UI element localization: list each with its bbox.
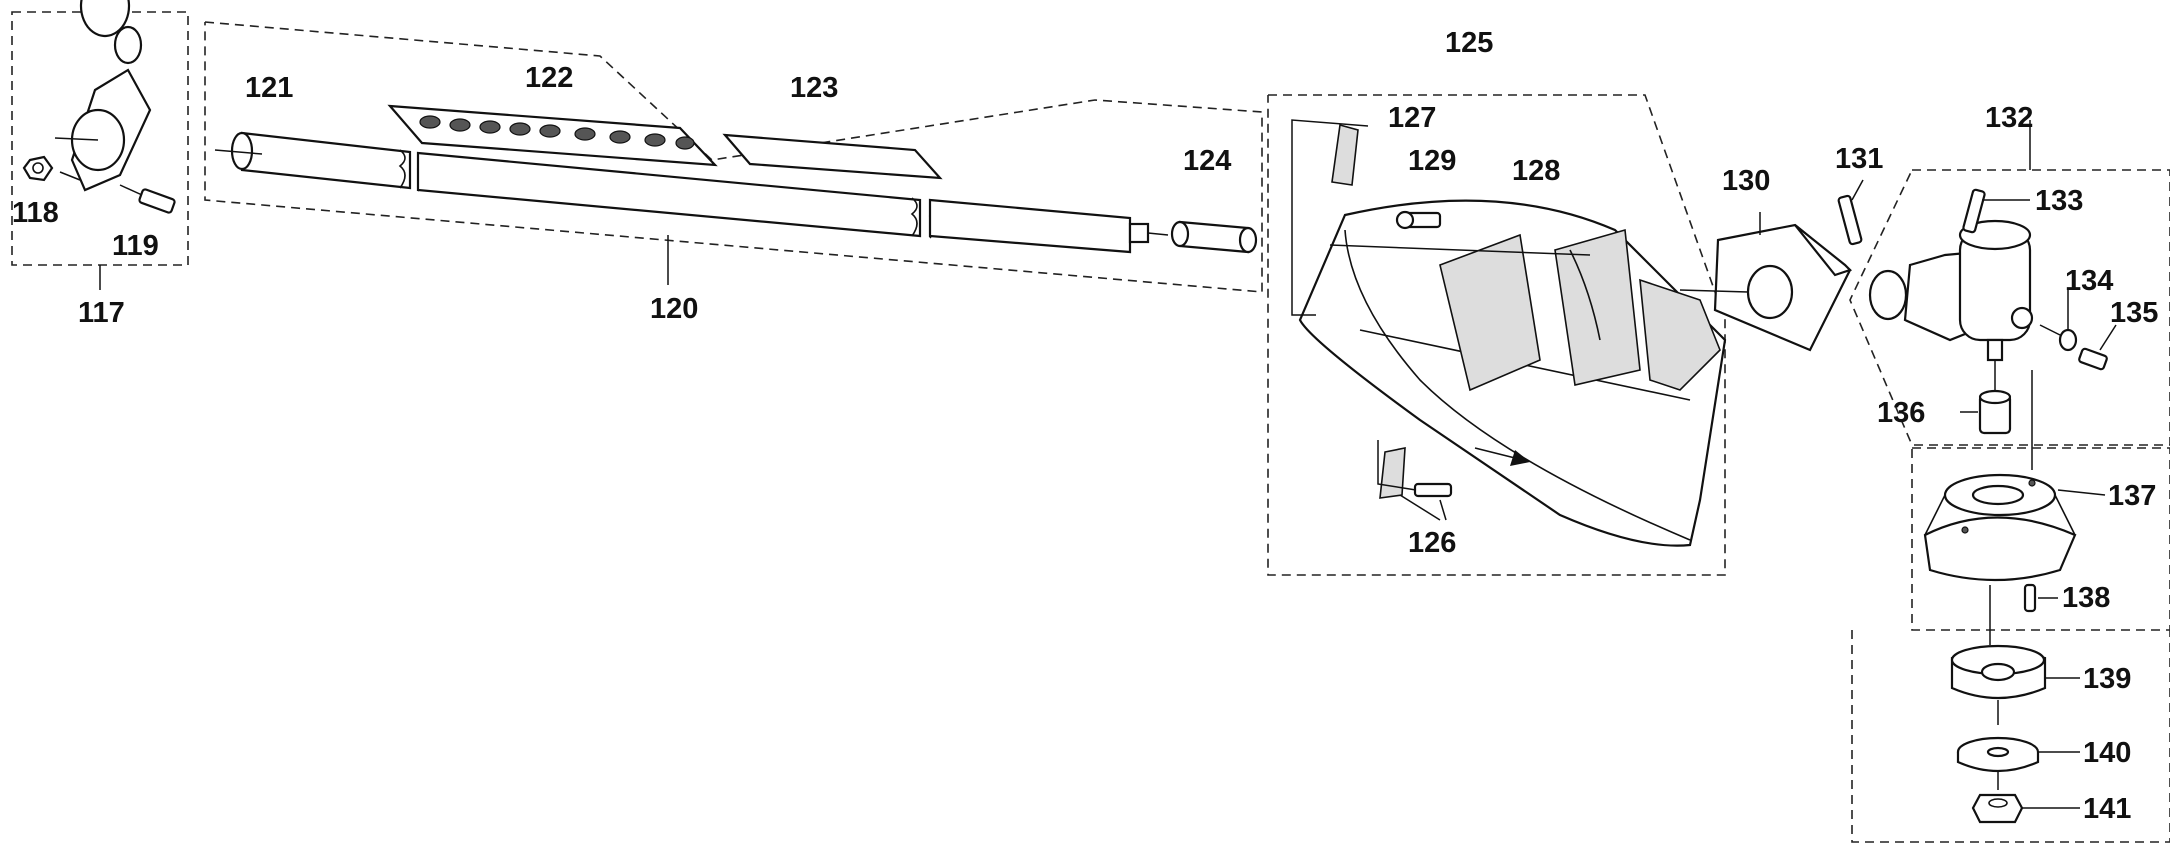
part-124-bushing (1178, 220, 1250, 254)
callout-129: 129 (1408, 145, 1456, 177)
decal-pattern (419, 115, 695, 150)
callout-138: 138 (2062, 582, 2110, 614)
callout-126: 126 (1408, 527, 1456, 559)
rotation-arrow-icon (1510, 450, 1530, 466)
clamp-ring (79, 0, 131, 38)
callout-labels: 117 118 119 120 121 122 123 124 125 126 … (12, 27, 2158, 825)
callout-140: 140 (2083, 737, 2131, 769)
group-132-gearhead (1849, 120, 2170, 470)
part-128-bracket-b (1554, 228, 1641, 386)
callout-121: 121 (245, 72, 293, 104)
callout-120: 120 (650, 293, 698, 325)
part-135-bolt (2078, 347, 2108, 371)
part-119-screw (138, 188, 176, 214)
part-123-decal (722, 133, 943, 180)
callout-133: 133 (2035, 185, 2083, 217)
clamp-ring-hole (113, 25, 143, 65)
part-137-cup (1923, 516, 2077, 582)
callout-125: 125 (1445, 27, 1493, 59)
part-131-bolt (1837, 194, 1863, 246)
part-120-main-shaft (416, 151, 922, 238)
group-125-guard (1267, 94, 1727, 576)
callout-131: 131 (1835, 143, 1883, 175)
group-137-box (1911, 447, 2170, 631)
part-118-nut (22, 155, 54, 182)
part-126-screw (1413, 482, 1453, 498)
callout-139: 139 (2083, 663, 2131, 695)
callout-136: 136 (1877, 397, 1925, 429)
part-130-131 (1679, 179, 1864, 352)
group-132-box (1849, 169, 2170, 446)
group-137-cup (1911, 447, 2170, 645)
group-120-box (204, 21, 1263, 293)
callout-127: 127 (1388, 102, 1436, 134)
callout-124: 124 (1183, 145, 1231, 177)
gearhead-inlet (1868, 269, 1908, 321)
group-head-box (1851, 630, 2170, 843)
part-133-screw (1962, 188, 1986, 234)
group-125-box (1267, 94, 1726, 576)
callout-118: 118 (12, 197, 59, 229)
callout-123: 123 (790, 72, 838, 104)
callout-141: 141 (2083, 793, 2131, 825)
part-121-tube (240, 131, 412, 190)
shaft-end-section (928, 198, 1132, 254)
callout-128: 128 (1512, 155, 1560, 187)
callout-134: 134 (2065, 265, 2113, 297)
callout-137: 137 (2108, 480, 2156, 512)
guard-rib (1639, 278, 1721, 391)
callout-117: 117 (78, 297, 125, 329)
callout-122: 122 (525, 62, 573, 94)
part-138-screw (2023, 583, 2037, 613)
part-134-washer (2058, 328, 2078, 352)
part-126-clip (1379, 447, 1406, 499)
group-117-handle-clamp (11, 0, 189, 290)
part-141-nut (1971, 793, 2024, 824)
callout-135: 135 (2110, 297, 2158, 329)
callout-119: 119 (112, 230, 159, 262)
part-127-clip (1331, 123, 1359, 186)
part-128-bracket-a (1439, 233, 1541, 392)
group-120-shaft (204, 21, 1263, 293)
group-139-141-head (1851, 630, 2170, 843)
callout-132: 132 (1985, 102, 2033, 134)
callout-130: 130 (1722, 165, 1770, 197)
